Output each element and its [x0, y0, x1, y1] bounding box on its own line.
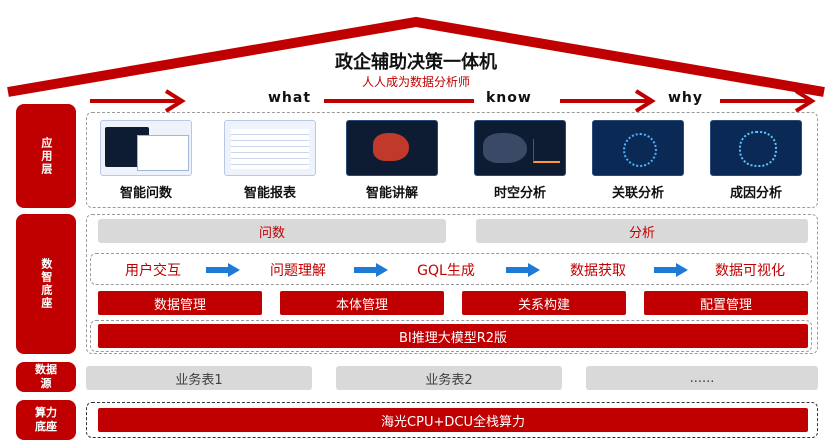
app-smart-query[interactable]: 智能问数 — [94, 120, 198, 201]
app-smart-explain[interactable]: 智能讲解 — [340, 120, 444, 201]
app-label: 时空分析 — [493, 186, 546, 201]
thumb-map — [373, 133, 409, 161]
flow-word-what: what — [262, 90, 318, 106]
arrow-right-icon — [354, 263, 388, 277]
app-label: 智能报表 — [243, 186, 296, 201]
roof — [7, 16, 825, 97]
model-box — [90, 320, 812, 352]
app-layer-box — [86, 112, 818, 208]
source-table-1: 业务表1 — [86, 366, 312, 390]
module-relation-building: 关系构建 — [462, 291, 626, 315]
app-correlation[interactable]: 关联分析 — [586, 120, 690, 201]
app-label: 成因分析 — [729, 186, 782, 201]
app-label: 关联分析 — [611, 186, 664, 201]
pipeline-box — [90, 253, 812, 285]
app-smart-report[interactable]: 智能报表 — [218, 120, 322, 201]
step-user-interaction: 用户交互 — [125, 263, 181, 279]
layer-label-app-text: 应用层 — [39, 136, 53, 176]
arrow-right-icon — [506, 263, 540, 277]
app-thumbnail — [710, 120, 802, 176]
app-label: 智能问数 — [119, 186, 172, 201]
app-thumbnail — [346, 120, 438, 176]
step-gql-generation: GQL生成 — [417, 263, 475, 279]
app-spatiotemporal[interactable]: 时空分析 — [468, 120, 572, 201]
source-more: ...... — [586, 366, 818, 390]
app-thumbnail — [224, 120, 316, 176]
thumb-graph — [623, 133, 657, 167]
layer-label-app: 应用层 — [16, 104, 76, 208]
flow-arrow — [90, 89, 816, 113]
layer-label-compute: 算力底座 — [16, 400, 76, 440]
bi-model-bar: BI推理大模型R2版 — [98, 324, 808, 348]
module-data-management: 数据管理 — [98, 291, 262, 315]
module-ontology-management: 本体管理 — [280, 291, 444, 315]
layer-label-base-text: 数智底座 — [39, 258, 53, 310]
step-question-understanding: 问题理解 — [270, 263, 326, 279]
thumb-table — [231, 129, 309, 169]
step-data-retrieval: 数据获取 — [570, 263, 626, 279]
layer-label-base: 数智底座 — [16, 214, 76, 354]
source-table-2: 业务表2 — [336, 366, 562, 390]
app-causal[interactable]: 成因分析 — [704, 120, 808, 201]
arrow-right-icon — [654, 263, 688, 277]
app-thumbnail — [474, 120, 566, 176]
module-config-management: 配置管理 — [644, 291, 808, 315]
page-title: 政企辅助决策一体机 — [335, 52, 497, 73]
thumb-chart — [533, 139, 560, 163]
thumb-panel — [137, 135, 189, 171]
compute-box — [86, 402, 818, 438]
flow-word-why: why — [662, 90, 710, 106]
thumb-map — [739, 131, 777, 167]
app-label: 智能讲解 — [365, 186, 418, 201]
layer-label-compute-text: 算力底座 — [35, 406, 57, 433]
compute-bar: 海光CPU+DCU全栈算力 — [98, 408, 808, 432]
group-analysis: 分析 — [476, 219, 808, 243]
layer-label-source: 数据源 — [16, 362, 76, 392]
arrow-right-icon — [206, 263, 240, 277]
app-thumbnail — [100, 120, 192, 176]
layer-label-source-text: 数据源 — [35, 363, 57, 390]
thumb-map — [483, 133, 527, 163]
step-data-visualization: 数据可视化 — [715, 263, 785, 279]
group-query: 问数 — [98, 219, 446, 243]
app-thumbnail — [592, 120, 684, 176]
base-layer-box — [86, 214, 818, 354]
subtitle: 人人成为数据分析师 — [361, 75, 470, 89]
flow-word-know: know — [480, 90, 538, 106]
